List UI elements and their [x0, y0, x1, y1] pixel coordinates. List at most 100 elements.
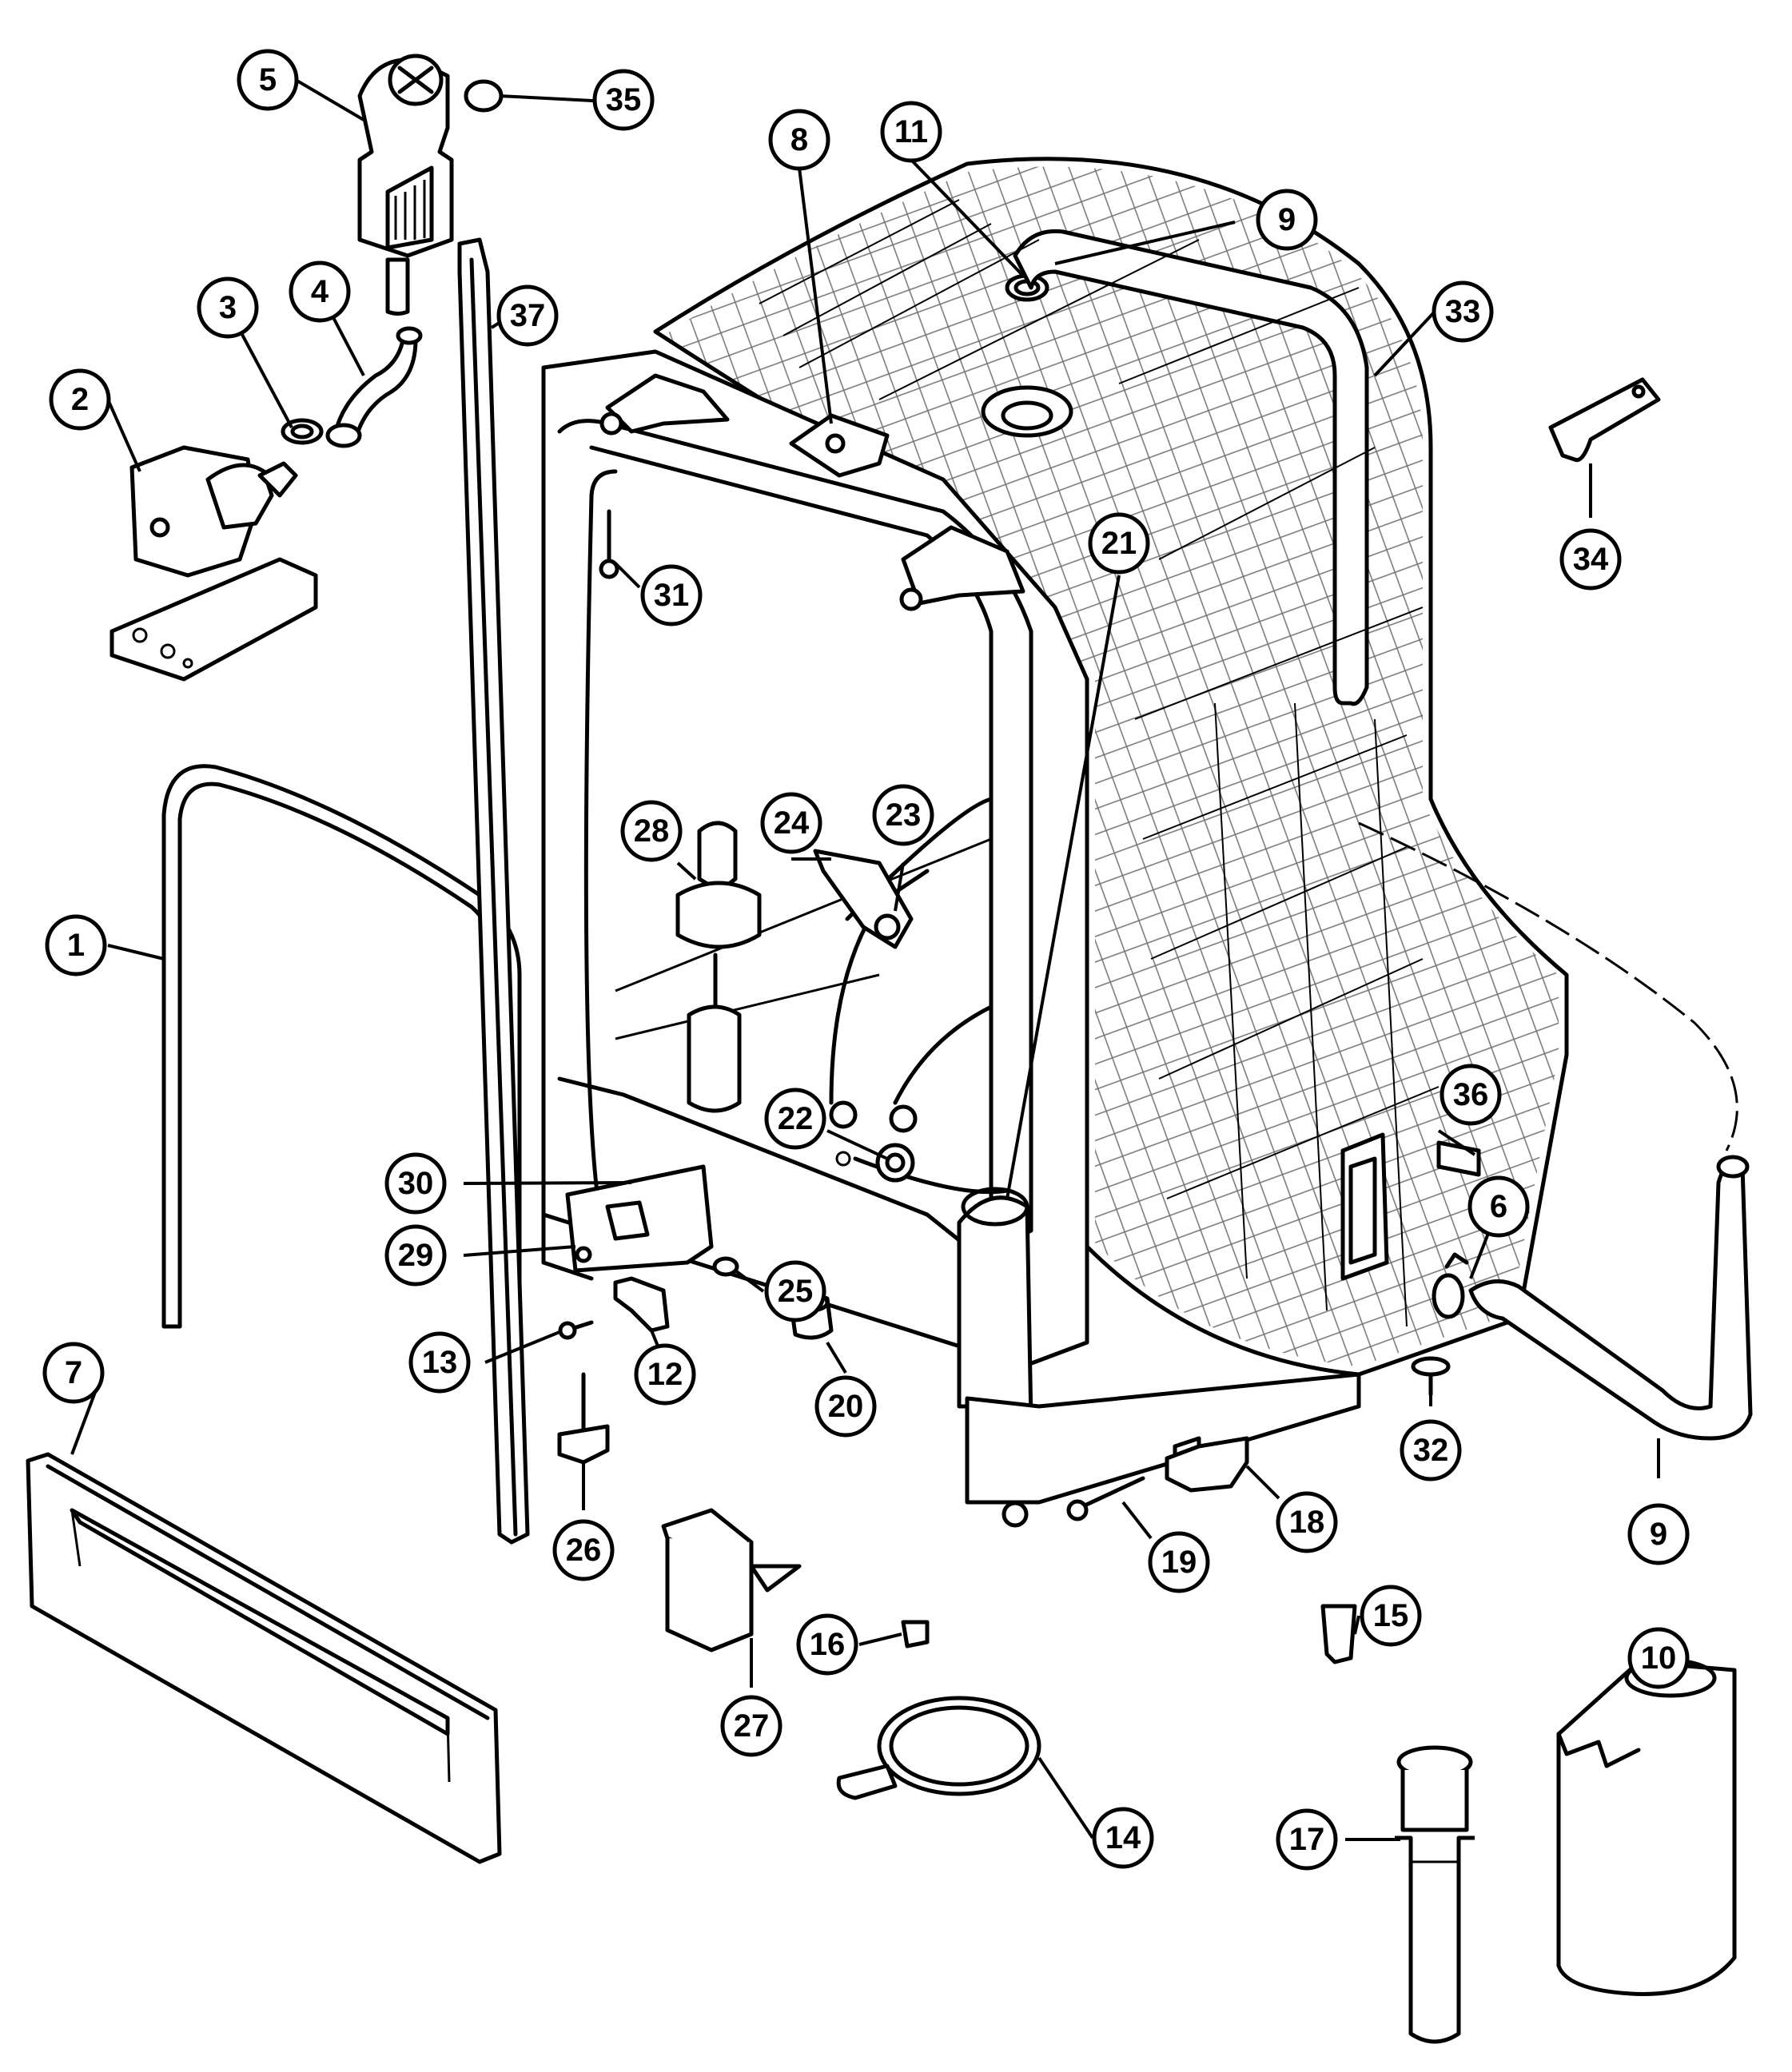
clip-part-8 — [789, 413, 890, 478]
callout-number: 5 — [259, 62, 277, 97]
callout-number: 9 — [1278, 202, 1296, 237]
callout-circle — [796, 1613, 858, 1676]
hose-part-9-lower — [1468, 1155, 1753, 1441]
callout-number: 28 — [634, 813, 670, 849]
callout-circle — [1256, 189, 1318, 251]
callout-c21: 21 — [1088, 512, 1150, 575]
callout-number: 12 — [647, 1357, 683, 1392]
callout-circle — [880, 101, 942, 163]
callout-c18: 18 — [1276, 1491, 1338, 1553]
callout-c10: 10 — [1627, 1627, 1690, 1689]
fitting-part-11 — [981, 273, 1073, 438]
clamp-part-6 — [1432, 1252, 1469, 1319]
callout-circle — [592, 69, 655, 131]
callout-number: 30 — [398, 1166, 434, 1201]
callout-number: 3 — [219, 290, 237, 325]
callout-c12: 12 — [634, 1343, 696, 1406]
callout-number: 6 — [1490, 1189, 1507, 1224]
callout-c2: 2 — [49, 368, 111, 431]
callout-number: 34 — [1573, 542, 1609, 577]
callout-c8: 8 — [768, 109, 830, 171]
callout-c32: 32 — [1400, 1419, 1462, 1481]
filter-tube-part-17 — [1395, 1745, 1475, 2044]
guard-part-10 — [1556, 1658, 1737, 1996]
screw-part-31 — [599, 509, 619, 579]
callout-number: 4 — [311, 274, 329, 309]
callout-circle — [237, 49, 299, 111]
callout-number: 11 — [894, 114, 928, 149]
screw-part-13 — [558, 1320, 594, 1340]
callout-circle — [45, 914, 107, 976]
callout-number: 33 — [1445, 294, 1481, 329]
callout-circle — [1627, 1503, 1690, 1565]
callout-circle — [42, 1342, 105, 1404]
callout-c33: 33 — [1432, 280, 1494, 343]
callout-c17: 17 — [1276, 1808, 1338, 1871]
vent-part-5 — [357, 54, 454, 316]
hose-part-4 — [325, 326, 423, 448]
box-part-27 — [661, 1508, 802, 1652]
callout-circle — [634, 1343, 696, 1406]
callout-circle — [872, 784, 934, 846]
water-valve-part-2 — [110, 445, 318, 682]
callout-circle — [720, 1695, 783, 1757]
cap-part-15 — [1320, 1604, 1357, 1664]
callout-c25: 25 — [764, 1260, 826, 1322]
callout-c29: 29 — [384, 1224, 447, 1287]
callout-number: 37 — [510, 298, 546, 333]
callout-circle — [768, 109, 830, 171]
callout-circle — [1276, 1491, 1338, 1553]
callout-c20: 20 — [814, 1375, 877, 1438]
callout-number: 27 — [734, 1708, 770, 1744]
callout-c11: 11 — [880, 101, 942, 163]
callout-c23: 23 — [872, 784, 934, 846]
callout-circle — [764, 1088, 826, 1150]
callout-circle — [1092, 1807, 1154, 1869]
callout-circle — [496, 284, 559, 347]
callout-c30: 30 — [384, 1152, 447, 1215]
callout-c26: 26 — [552, 1519, 615, 1581]
bracket-part-18 — [1165, 1436, 1249, 1493]
callout-circle — [814, 1375, 877, 1438]
callout-number: 2 — [71, 382, 89, 417]
callout-circle — [289, 260, 351, 323]
callout-c9a: 9 — [1256, 189, 1318, 251]
callout-number: 23 — [886, 797, 922, 833]
callout-circle — [640, 564, 703, 626]
switch-bracket-part-29-30 — [565, 1164, 714, 1273]
plug-part-32 — [1411, 1356, 1451, 1397]
callout-number: 36 — [1453, 1077, 1489, 1112]
callout-circle — [1559, 528, 1622, 591]
callout-c19: 19 — [1148, 1531, 1210, 1593]
callout-circle — [1432, 280, 1494, 343]
callout-c7: 7 — [42, 1342, 105, 1404]
callout-circle — [1360, 1585, 1422, 1647]
callout-circle — [1467, 1175, 1530, 1238]
callout-number: 29 — [398, 1238, 434, 1273]
callout-number: 32 — [1413, 1433, 1449, 1468]
callout-c36: 36 — [1440, 1064, 1502, 1126]
callout-circle — [1276, 1808, 1338, 1871]
callout-number: 13 — [422, 1345, 458, 1380]
leveling-leg-part-26 — [557, 1372, 610, 1465]
callout-c4: 4 — [289, 260, 351, 323]
callout-circle — [552, 1519, 615, 1581]
strip-part-37 — [457, 237, 530, 1545]
callout-c14: 14 — [1092, 1807, 1154, 1869]
callout-leaders — [70, 78, 1660, 1841]
sump-assembly — [813, 797, 1009, 1195]
callout-circle — [1148, 1531, 1210, 1593]
callout-circle — [1627, 1627, 1690, 1689]
screw-part-19 — [1066, 1476, 1145, 1521]
callout-c22: 22 — [764, 1088, 826, 1150]
callout-c31: 31 — [640, 564, 703, 626]
callout-number: 26 — [566, 1533, 602, 1568]
ring-part-14 — [836, 1696, 1041, 1800]
callout-circle — [197, 276, 259, 339]
callout-number: 7 — [65, 1355, 82, 1390]
callout-c1: 1 — [45, 914, 107, 976]
callout-c3: 3 — [197, 276, 259, 339]
float-part-28 — [675, 821, 762, 1113]
panel-part-7 — [26, 1452, 502, 1864]
